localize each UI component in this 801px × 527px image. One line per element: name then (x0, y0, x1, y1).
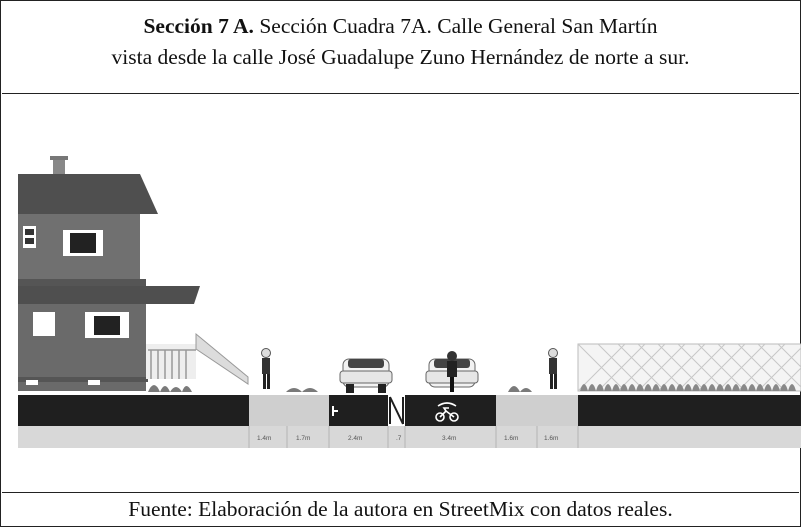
ground-right (578, 395, 801, 426)
source-caption: Fuente: Elaboración de la autora en Stre… (2, 492, 799, 526)
street-section-svg: 1.4m 1.7m 2.4m .7 3.4m 1.6m 1.6m (18, 156, 801, 448)
street-section-diagram: 1.4m 1.7m 2.4m .7 3.4m 1.6m 1.6m (18, 94, 801, 492)
dimension-ticks (248, 426, 579, 448)
sidewalk-left-ground (249, 395, 329, 426)
pedestrian-icon-2 (548, 348, 558, 389)
caption-line-1: Sección 7 A. Sección Cuadra 7A. Calle Ge… (2, 12, 799, 40)
lane-marking (332, 410, 338, 412)
buffer-hatch (388, 395, 405, 426)
segment-width-label: 1.6m (504, 435, 518, 442)
bike-lane-icon (435, 402, 459, 422)
segment-width-label: 1.4m (257, 435, 271, 442)
segment-width-label: .7 (396, 435, 402, 442)
caption-line-2: vista desde la calle José Guadalupe Zuno… (111, 45, 690, 69)
car-icon (339, 358, 393, 393)
segment-width-label: 3.4m (442, 435, 456, 442)
sidewalk-right-ground (496, 395, 578, 426)
caption-title-bold: Sección 7 A. (143, 14, 254, 38)
segment-width-label: 1.7m (296, 435, 310, 442)
fence-icon (577, 343, 801, 392)
figure-caption: Sección 7 A. Sección Cuadra 7A. Calle Ge… (2, 2, 799, 94)
dimension-strip (18, 426, 801, 448)
segment-width-label: 1.6m (544, 435, 558, 442)
lane-marking-2 (332, 406, 334, 416)
house-icon (18, 156, 249, 391)
dimension-labels: 1.4m 1.7m 2.4m .7 3.4m 1.6m 1.6m (257, 435, 558, 442)
ground-left (18, 395, 249, 426)
cyclist-icon (425, 351, 479, 392)
caption-title-rest: Sección Cuadra 7A. Calle General San Mar… (253, 14, 658, 38)
segment-width-label: 2.4m (348, 435, 362, 442)
plants-icon (148, 385, 532, 392)
pedestrian-icon (261, 348, 271, 389)
roadway-ground (329, 395, 496, 426)
